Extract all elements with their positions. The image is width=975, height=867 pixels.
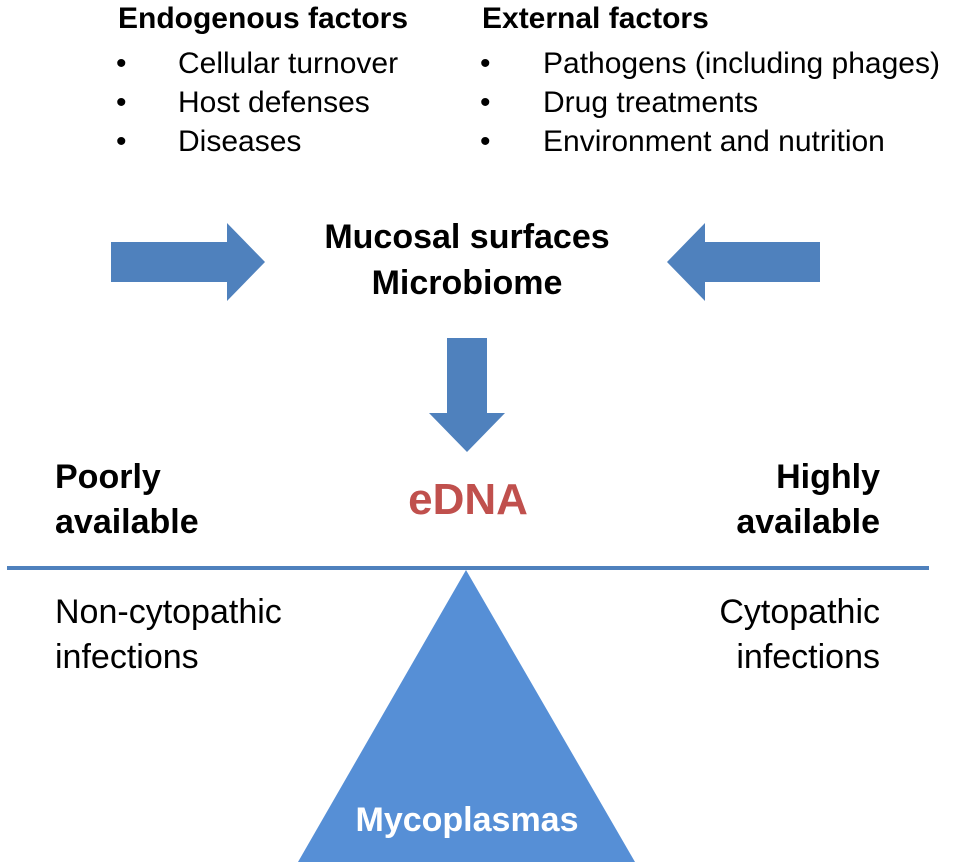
non-cytopathic-line2: infections (55, 638, 199, 676)
list-item: • Host defenses (116, 83, 446, 122)
list-item-text: Host defenses (178, 86, 370, 119)
list-item-text: Drug treatments (543, 86, 759, 119)
non-cytopathic-line1: Non-cytopathic (55, 593, 282, 631)
mucosal-surfaces-label: Mucosal surfaces (324, 218, 610, 256)
mycoplasmas-label: Mycoplasmas (355, 801, 579, 839)
right-arrow (667, 223, 820, 301)
bullet-icon: • (480, 86, 491, 119)
bullet-icon: • (116, 47, 127, 80)
down-arrow (429, 338, 505, 452)
list-item: • Cellular turnover (116, 44, 446, 83)
cytopathic-label: Cytopathic infections (719, 590, 880, 680)
list-item: • Pathogens (including phages) (480, 44, 970, 83)
poorly-available-line2: available (55, 503, 199, 541)
balance-beam (7, 566, 929, 570)
highly-available-line1: Highly (776, 458, 880, 496)
highly-available-line2: available (736, 503, 880, 541)
bullet-icon: • (480, 47, 491, 80)
cytopathic-line1: Cytopathic (719, 593, 880, 631)
external-factors-heading: External factors (482, 2, 709, 35)
bullet-icon: • (116, 86, 127, 119)
fulcrum-triangle (298, 570, 635, 862)
external-factors-list: • Pathogens (including phages) • Drug tr… (480, 44, 970, 161)
microbiome-label: Microbiome (371, 264, 563, 302)
non-cytopathic-label: Non-cytopathic infections (55, 590, 282, 680)
list-item-text: Cellular turnover (178, 47, 399, 80)
highly-available-label: Highly available (736, 455, 880, 545)
list-item-text: Diseases (178, 125, 302, 158)
poorly-available-label: Poorly available (55, 455, 199, 545)
list-item: • Drug treatments (480, 83, 970, 122)
edna-label: eDNA (408, 475, 528, 524)
cytopathic-line2: infections (736, 638, 880, 676)
bullet-icon: • (480, 125, 491, 158)
left-arrow (111, 223, 265, 301)
poorly-available-line1: Poorly (55, 458, 161, 496)
bullet-icon: • (116, 125, 127, 158)
endogenous-factors-heading: Endogenous factors (118, 2, 409, 35)
list-item-text: Pathogens (including phages) (543, 47, 940, 80)
list-item: • Diseases (116, 122, 446, 161)
endogenous-factors-list: • Cellular turnover • Host defenses • Di… (116, 44, 446, 161)
list-item: • Environment and nutrition (480, 122, 970, 161)
list-item-text: Environment and nutrition (543, 125, 885, 158)
